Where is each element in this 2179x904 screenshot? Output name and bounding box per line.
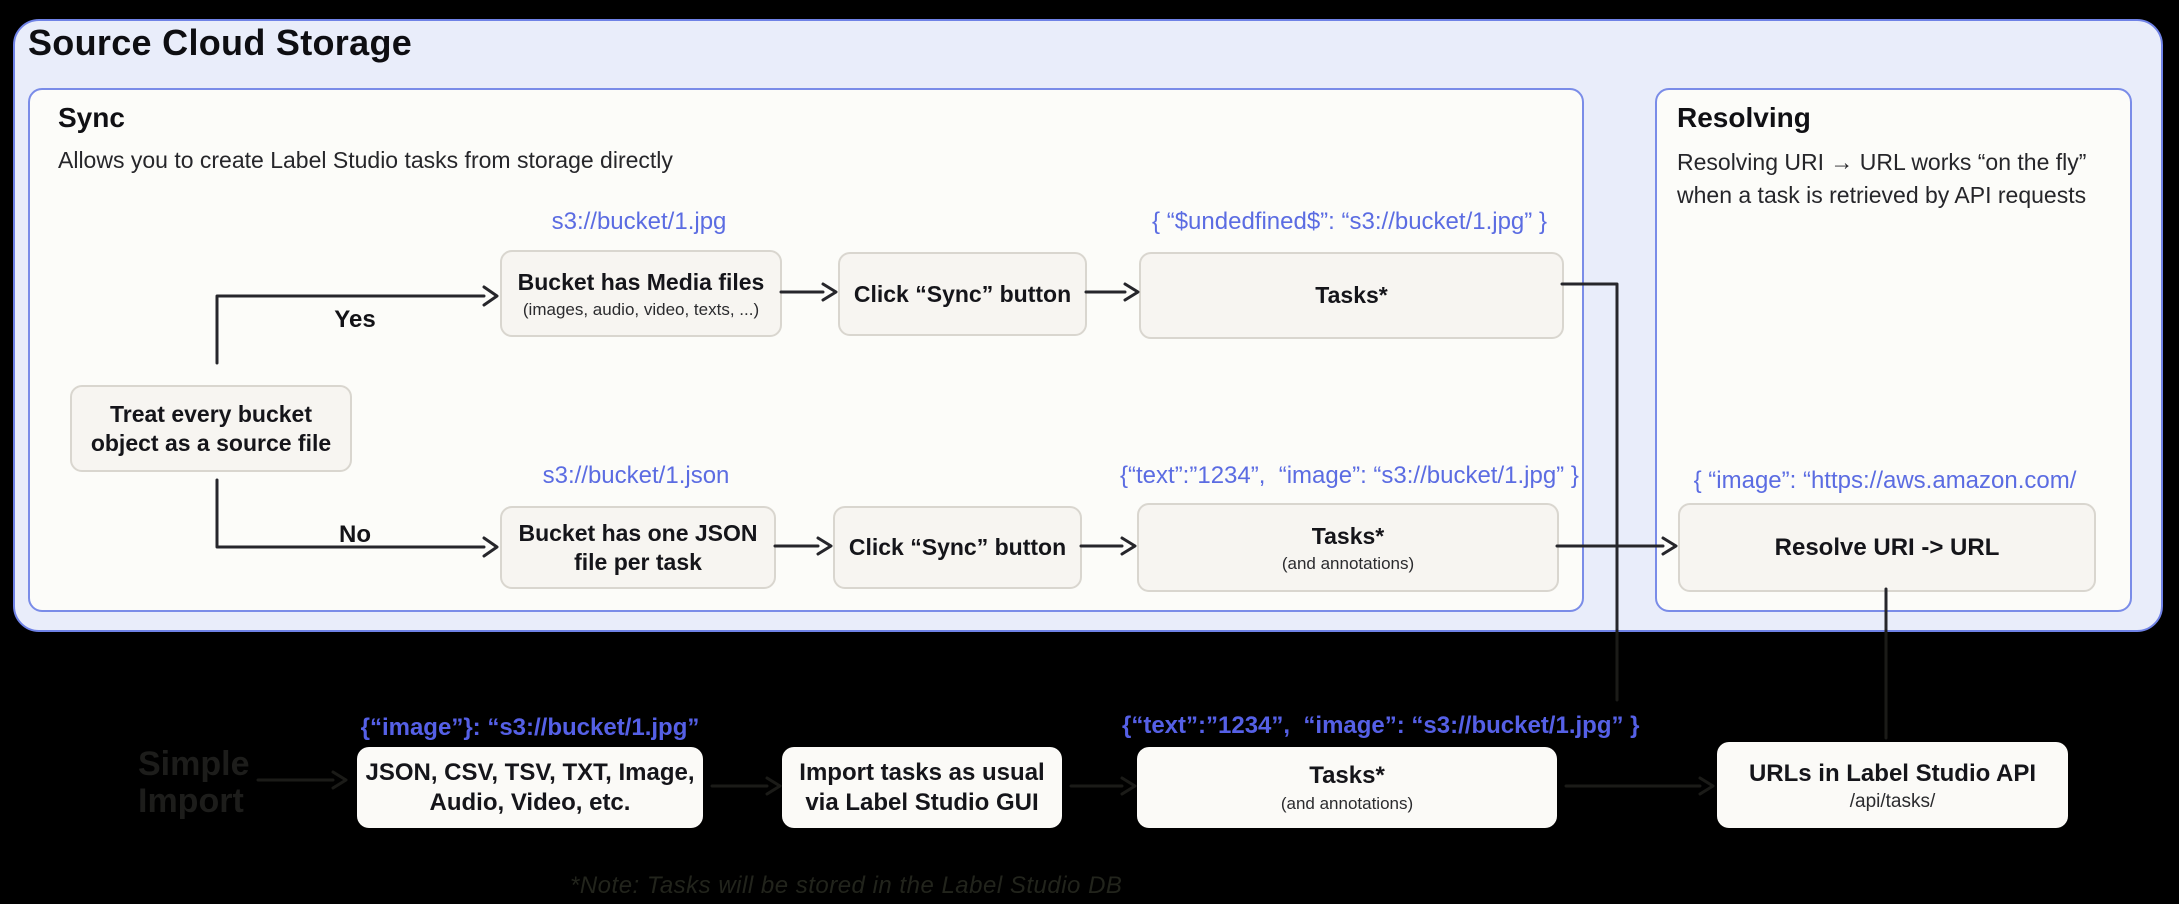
box-tasks-bottom: Tasks* (and annotations) — [1137, 747, 1557, 828]
bucket-media-title: Bucket has Media files — [517, 268, 765, 295]
media-row-task-json-label: { “$undedfined$”: “s3://bucket/1.jpg” } — [1152, 208, 1547, 235]
node-treat-every-bucket-object: Treat every bucket object as a source fi… — [70, 385, 352, 472]
api-box-title: URLs in Label Studio API — [1748, 759, 2037, 787]
node-click-sync-button-json: Click “Sync” button — [833, 506, 1082, 589]
gui-line2: via Label Studio GUI — [805, 788, 1039, 816]
gui-line1: Import tasks as usual — [799, 758, 1045, 786]
box-import-via-gui: Import tasks as usual via Label Studio G… — [782, 747, 1062, 828]
tasks-title: Tasks* — [1315, 282, 1388, 308]
resolve-uri-url-label: Resolve URI -> URL — [1774, 534, 2000, 561]
node-tasks-annotations: Tasks* (and annotations) — [1137, 503, 1559, 592]
formats-line2: Audio, Video, etc. — [429, 788, 631, 816]
resolving-panel-description: Resolving URI → URL works “on the fly” w… — [1677, 146, 2117, 212]
node-tasks-media: Tasks* — [1139, 252, 1564, 339]
media-row-uri-label: s3://bucket/1.jpg — [551, 208, 727, 235]
tasks-to-api-head — [1698, 776, 1715, 796]
resolving-description-line2: when a task is retrieved by API requests — [1677, 182, 2087, 208]
gui-to-tasks-head — [1120, 776, 1137, 796]
box-urls-label-studio-api: URLs in Label Studio API /api/tasks/ — [1717, 742, 2068, 828]
formats-line1: JSON, CSV, TSV, TXT, Image, — [365, 758, 695, 786]
bottom-tasks-title: Tasks* — [1309, 762, 1385, 789]
ghost-arrow-head — [331, 770, 348, 790]
ghost-line2: Import — [138, 782, 244, 820]
sync-panel-subtitle: Allows you to create Label Studio tasks … — [58, 147, 673, 173]
formats-to-gui-head — [765, 776, 782, 796]
ghost-simple-import-label: Simple Import — [138, 746, 278, 820]
click-sync-label-2: Click “Sync” button — [848, 534, 1067, 560]
node-click-sync-button-media: Click “Sync” button — [838, 252, 1087, 336]
json-row-uri-label: s3://bucket/1.json — [542, 462, 730, 489]
node-bucket-has-one-json: Bucket has one JSON file per task — [500, 506, 776, 589]
tasks-annotations-subtitle: (and annotations) — [1281, 553, 1415, 573]
decision-line2: object as a source file — [90, 429, 332, 456]
node-bucket-has-media-files: Bucket has Media files (images, audio, v… — [500, 250, 782, 337]
page-title: Source Cloud Storage — [28, 22, 413, 63]
json-row-task-json-label: {“text”:”1234”, “image”: “s3://bucket/1.… — [1120, 462, 1579, 489]
node-resolve-uri-url: Resolve URI -> URL — [1678, 503, 2096, 592]
resolving-description-line1: Resolving URI → URL works “on the fly” — [1677, 149, 2087, 175]
bucket-media-subtitle: (images, audio, video, texts, ...) — [522, 299, 760, 319]
formats-json-label: {“image”}: “s3://bucket/1.jpg” — [360, 714, 700, 741]
ghost-line1: Simple — [138, 745, 250, 783]
resolved-json-line1: { “image”: “https://aws.amazon.com/ — [1693, 467, 2077, 494]
click-sync-label: Click “Sync” button — [853, 280, 1072, 307]
sync-panel-title: Sync — [58, 102, 125, 133]
bucket-json-line1: Bucket has one JSON — [518, 519, 758, 546]
resolving-panel-title: Resolving — [1677, 102, 1811, 133]
footnote: *Note: Tasks will be stored in the Label… — [570, 872, 1123, 899]
bucket-json-line2: file per task — [574, 548, 702, 575]
branch-yes-label: Yes — [334, 306, 376, 333]
branch-no-label: No — [339, 521, 371, 548]
bottom-tasks-subtitle: (and annotations) — [1280, 794, 1414, 813]
tasks-annotations-title: Tasks* — [1311, 522, 1385, 549]
box-file-formats: JSON, CSV, TSV, TXT, Image, Audio, Video… — [357, 747, 703, 828]
bottom-tasks-json-label: {“text”:”1234”, “image”: “s3://bucket/1.… — [1122, 712, 1640, 739]
decision-line1: Treat every bucket — [109, 400, 312, 427]
api-box-path: /api/tasks/ — [1849, 790, 1936, 812]
